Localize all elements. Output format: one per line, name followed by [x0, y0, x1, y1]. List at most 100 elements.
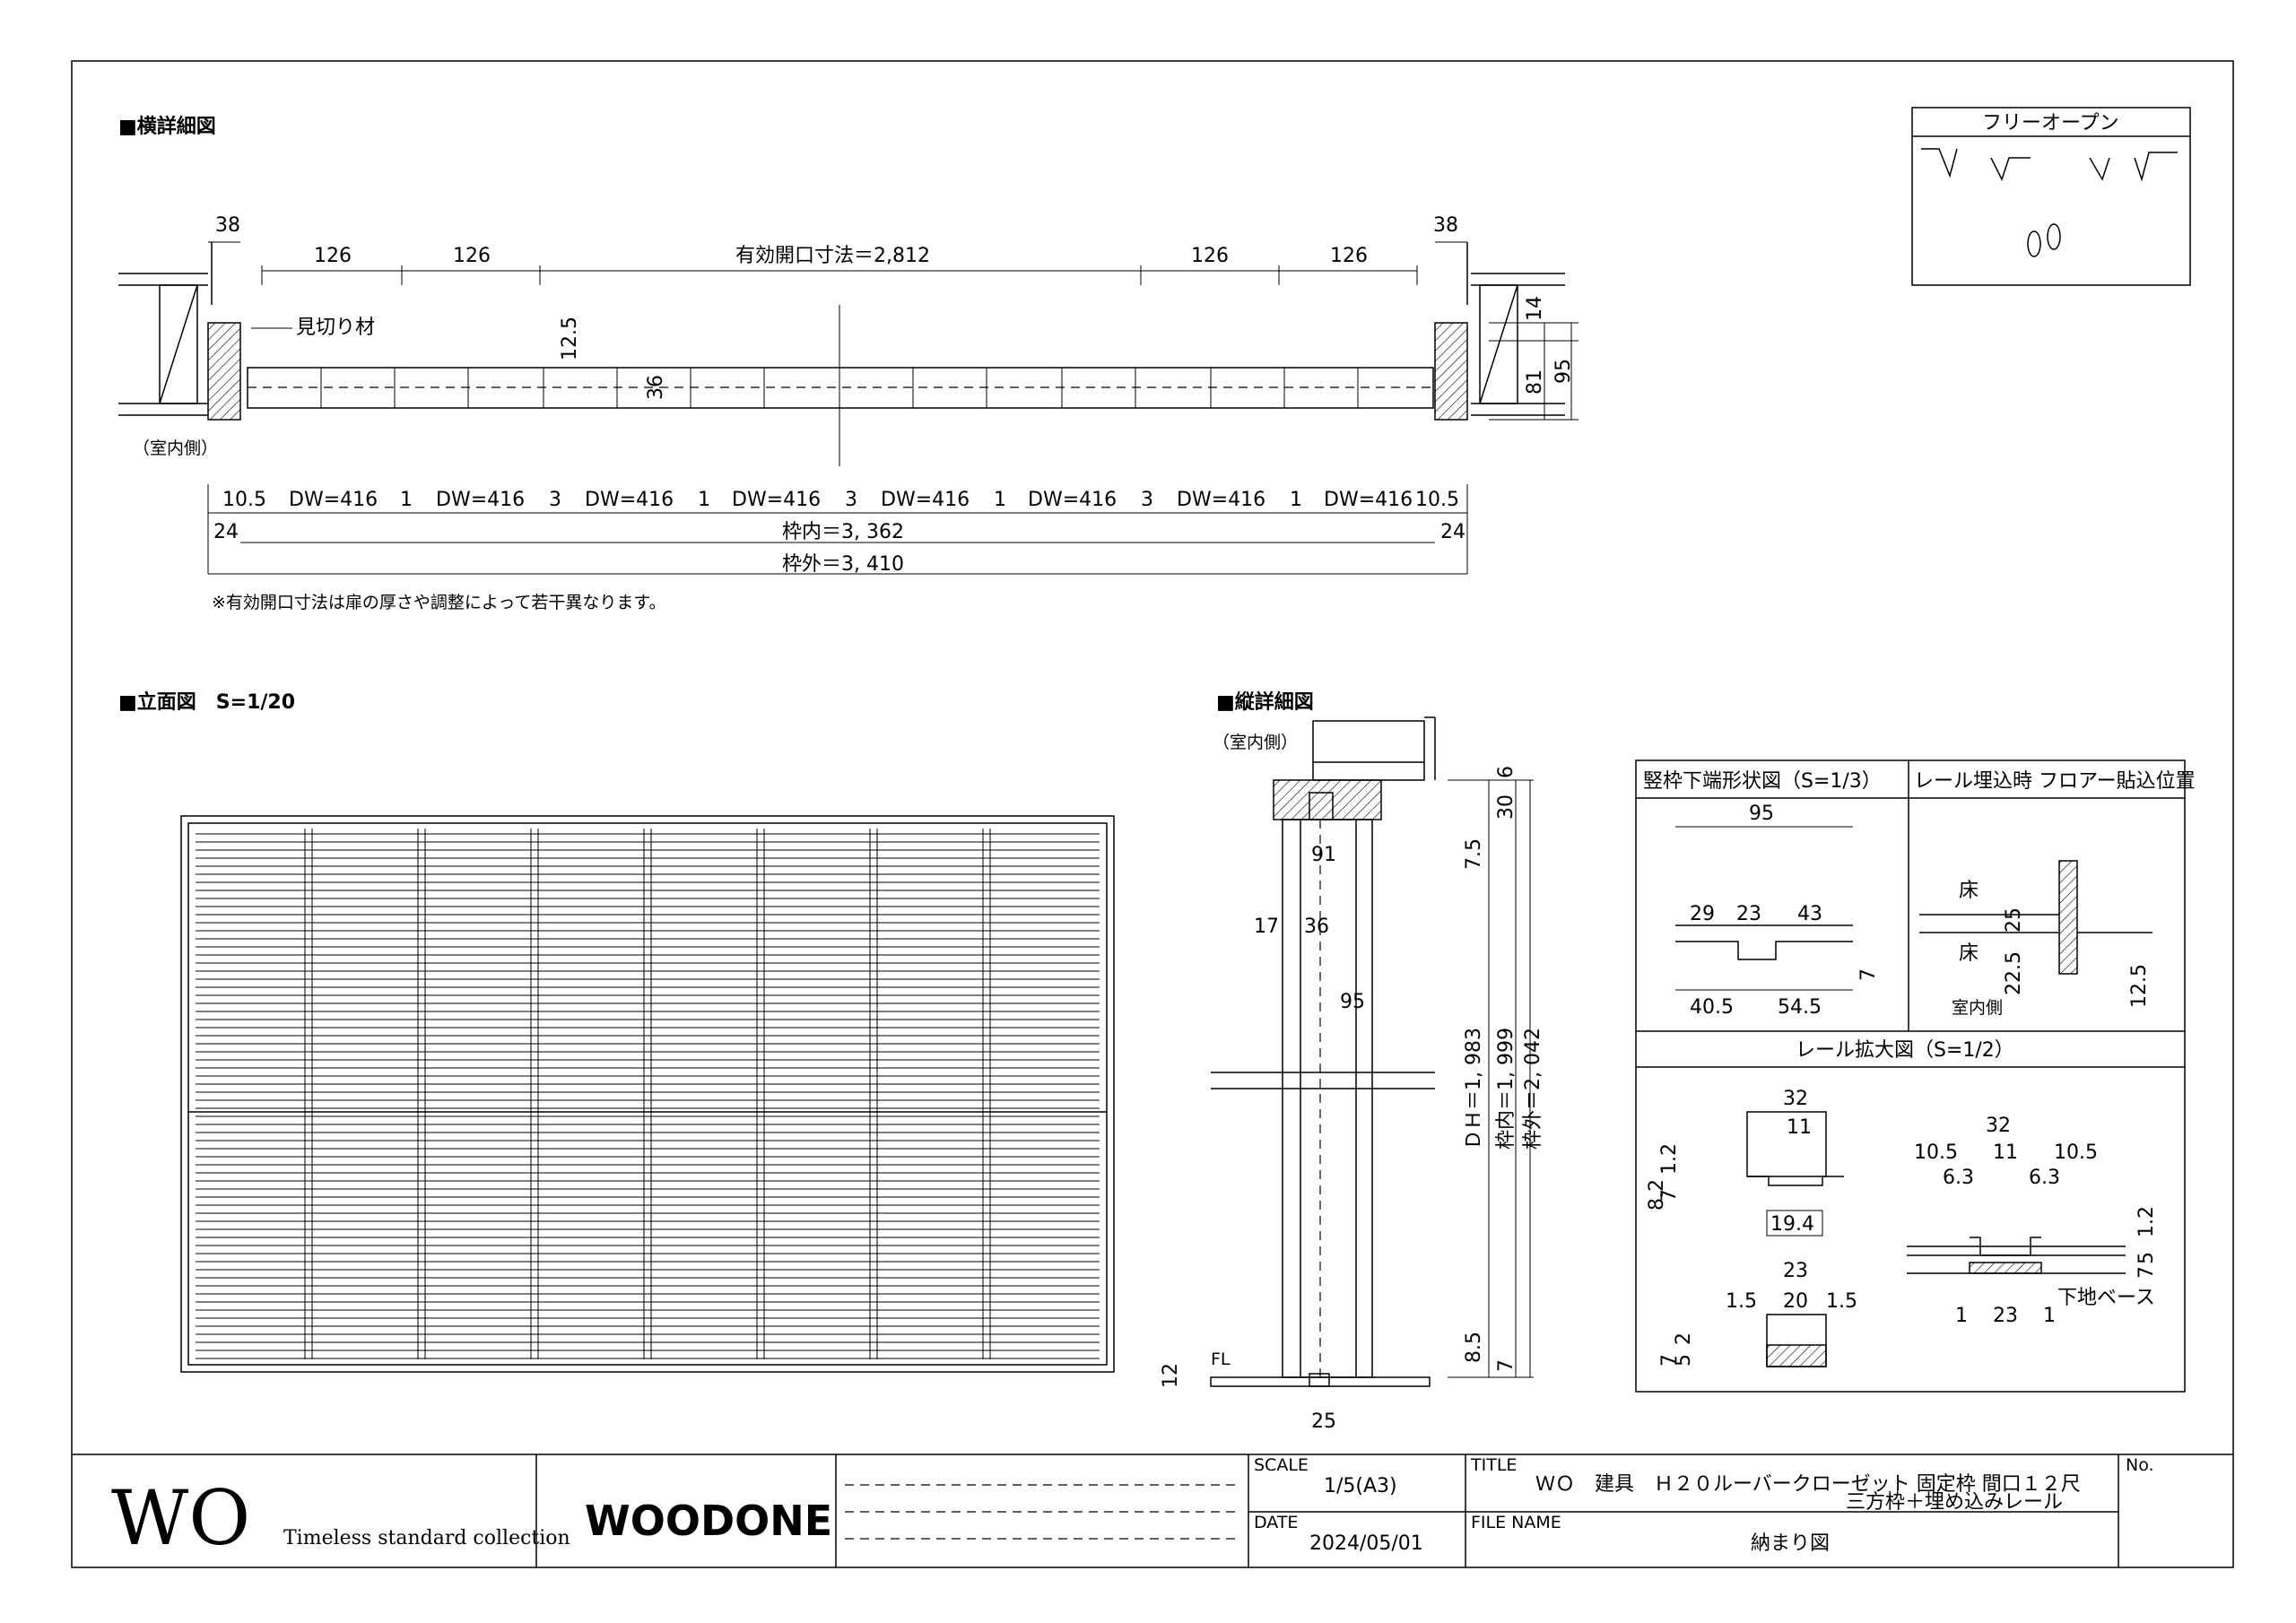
- vertical-detail: ■縦詳細図 （室内側） FL 12 25 91 17 36 95 6 30 7.…: [1160, 690, 1544, 1433]
- svg-text:25: 25: [1311, 1410, 1336, 1433]
- svg-text:8.2: 8.2: [1646, 1179, 1668, 1211]
- svg-text:有効開口寸法＝2,812: 有効開口寸法＝2,812: [735, 245, 930, 267]
- svg-text:5: 5: [1673, 1354, 1695, 1367]
- svg-text:フリーオープン: フリーオープン: [1982, 112, 2119, 135]
- svg-text:1: 1: [1290, 489, 1302, 511]
- svg-text:（室内側）: （室内側）: [1213, 733, 1298, 752]
- svg-text:1: 1: [1955, 1305, 1968, 1327]
- svg-text:SCALE: SCALE: [1254, 1455, 1309, 1475]
- svg-text:7: 7: [1658, 1354, 1681, 1367]
- svg-text:12.5: 12.5: [2128, 964, 2151, 1008]
- svg-text:1: 1: [400, 489, 413, 511]
- svg-text:室内側: 室内側: [1952, 998, 2003, 1018]
- svg-text:DW=416: DW=416: [1177, 489, 1265, 511]
- svg-text:1: 1: [698, 489, 710, 511]
- svg-text:6: 6: [1495, 766, 1518, 778]
- svg-text:枠外＝2, 042: 枠外＝2, 042: [1522, 1028, 1544, 1150]
- svg-text:枠内＝1, 999: 枠内＝1, 999: [1495, 1028, 1518, 1150]
- svg-text:40.5: 40.5: [1690, 996, 1734, 1019]
- svg-text:5: 5: [2135, 1252, 2158, 1264]
- svg-text:DW=416: DW=416: [289, 489, 378, 511]
- free-open-box: フリーオープン: [1911, 107, 2191, 286]
- svg-text:見切り材: 見切り材: [296, 317, 375, 339]
- svg-text:12.5: 12.5: [559, 317, 581, 360]
- svg-text:床: 床: [1959, 942, 1979, 965]
- svg-text:※有効開口寸法は扉の厚さや調整によって若干異なります。: ※有効開口寸法は扉の厚さや調整によって若干異なります。: [212, 593, 666, 612]
- svg-text:24: 24: [1440, 521, 1465, 543]
- svg-text:レール拡大図（S=1/2）: レール拡大図（S=1/2）: [1796, 1039, 2014, 1062]
- svg-text:10.5: 10.5: [1415, 489, 1459, 511]
- svg-text:納まり図: 納まり図: [1751, 1532, 1830, 1555]
- svg-text:8.5: 8.5: [1463, 1332, 1485, 1363]
- head-frame: [1273, 779, 1382, 820]
- svg-text:1.5: 1.5: [1826, 1290, 1857, 1313]
- svg-text:レール埋込時 フロアー貼込位置: レール埋込時 フロアー貼込位置: [1914, 770, 2196, 793]
- svg-text:7: 7: [1495, 1359, 1518, 1372]
- svg-text:下地ベース: 下地ベース: [2057, 1287, 2155, 1309]
- woodone-logo: WOODONE: [585, 1497, 832, 1545]
- svg-text:DW=416: DW=416: [1028, 489, 1117, 511]
- svg-text:19.4: 19.4: [1770, 1213, 1814, 1236]
- svg-text:54.5: 54.5: [1778, 996, 1822, 1019]
- right-jamb: [1434, 322, 1468, 421]
- svg-text:DW=416: DW=416: [436, 489, 525, 511]
- svg-text:FILE NAME: FILE NAME: [1471, 1513, 1561, 1532]
- svg-text:38: 38: [1433, 214, 1458, 237]
- svg-text:95: 95: [1749, 803, 1774, 825]
- svg-text:12: 12: [1160, 1363, 1182, 1388]
- svg-text:81: 81: [1524, 369, 1546, 395]
- svg-text:126: 126: [453, 245, 491, 267]
- svg-text:11: 11: [1993, 1141, 2018, 1164]
- svg-text:DW=416: DW=416: [732, 489, 821, 511]
- svg-text:FL: FL: [1211, 1350, 1231, 1369]
- svg-text:1/5(A3): 1/5(A3): [1324, 1475, 1397, 1497]
- svg-text:TITLE: TITLE: [1470, 1455, 1517, 1475]
- svg-text:10.5: 10.5: [222, 489, 266, 511]
- svg-text:10.5: 10.5: [2054, 1141, 2098, 1164]
- svg-text:ＷＯ 建具 Ｈ２０ルーバークローゼット 固定枠 間口１２尺: ＷＯ 建具 Ｈ２０ルーバークローゼット 固定枠 間口１２尺: [1535, 1473, 2081, 1496]
- svg-text:36: 36: [645, 375, 667, 400]
- svg-text:22.5: 22.5: [2003, 951, 2025, 995]
- svg-text:Timeless standard collection: Timeless standard collection: [283, 1527, 570, 1549]
- svg-text:32: 32: [1986, 1115, 2011, 1137]
- svg-text:6.3: 6.3: [1943, 1167, 1974, 1189]
- svg-text:（室内側）: （室内側）: [133, 438, 218, 458]
- svg-text:20: 20: [1783, 1290, 1808, 1313]
- svg-text:1.2: 1.2: [2135, 1206, 2158, 1237]
- elevation: ■立面図 S=1/20: [118, 690, 1115, 1373]
- svg-text:25: 25: [2003, 907, 2025, 933]
- section-title-horizontal: ■横詳細図: [118, 115, 216, 138]
- svg-text:126: 126: [1191, 245, 1229, 267]
- dw-labels: 10.5 DW=416 1 DW=416 3 DW=416 1 DW=416 3…: [222, 489, 1459, 511]
- svg-text:1.2: 1.2: [1658, 1143, 1681, 1175]
- svg-text:DW=416: DW=416: [881, 489, 970, 511]
- svg-text:11: 11: [1787, 1116, 1812, 1139]
- louver-slats: [196, 829, 1100, 1359]
- svg-text:3: 3: [549, 489, 561, 511]
- wo-logo: WO: [111, 1474, 250, 1562]
- svg-text:36: 36: [1304, 916, 1329, 938]
- svg-text:38: 38: [215, 214, 240, 237]
- svg-text:32: 32: [1783, 1088, 1808, 1110]
- svg-text:枠内＝3, 362: 枠内＝3, 362: [782, 521, 904, 543]
- svg-text:23: 23: [1783, 1260, 1808, 1282]
- svg-text:1.5: 1.5: [1726, 1290, 1757, 1313]
- svg-text:29: 29: [1690, 903, 1715, 925]
- svg-text:91: 91: [1311, 844, 1336, 866]
- svg-text:30: 30: [1495, 794, 1518, 820]
- title-block: WO Timeless standard collection WOODONE …: [72, 1454, 2233, 1567]
- right-wall: [1434, 242, 1565, 421]
- svg-text:DW=416: DW=416: [1324, 489, 1413, 511]
- svg-text:床: 床: [1959, 880, 1979, 902]
- svg-text:24: 24: [213, 521, 239, 543]
- svg-text:ＤＨ＝1, 983: ＤＨ＝1, 983: [1463, 1028, 1485, 1150]
- svg-text:1: 1: [994, 489, 1006, 511]
- svg-text:DW=416: DW=416: [585, 489, 674, 511]
- svg-text:43: 43: [1797, 903, 1822, 925]
- svg-text:No.: No.: [2126, 1455, 2154, 1475]
- section-title-vertical: ■縦詳細図: [1216, 690, 1314, 714]
- svg-text:10.5: 10.5: [1914, 1141, 1958, 1164]
- svg-text:3: 3: [1141, 489, 1153, 511]
- left-jamb: [207, 322, 241, 421]
